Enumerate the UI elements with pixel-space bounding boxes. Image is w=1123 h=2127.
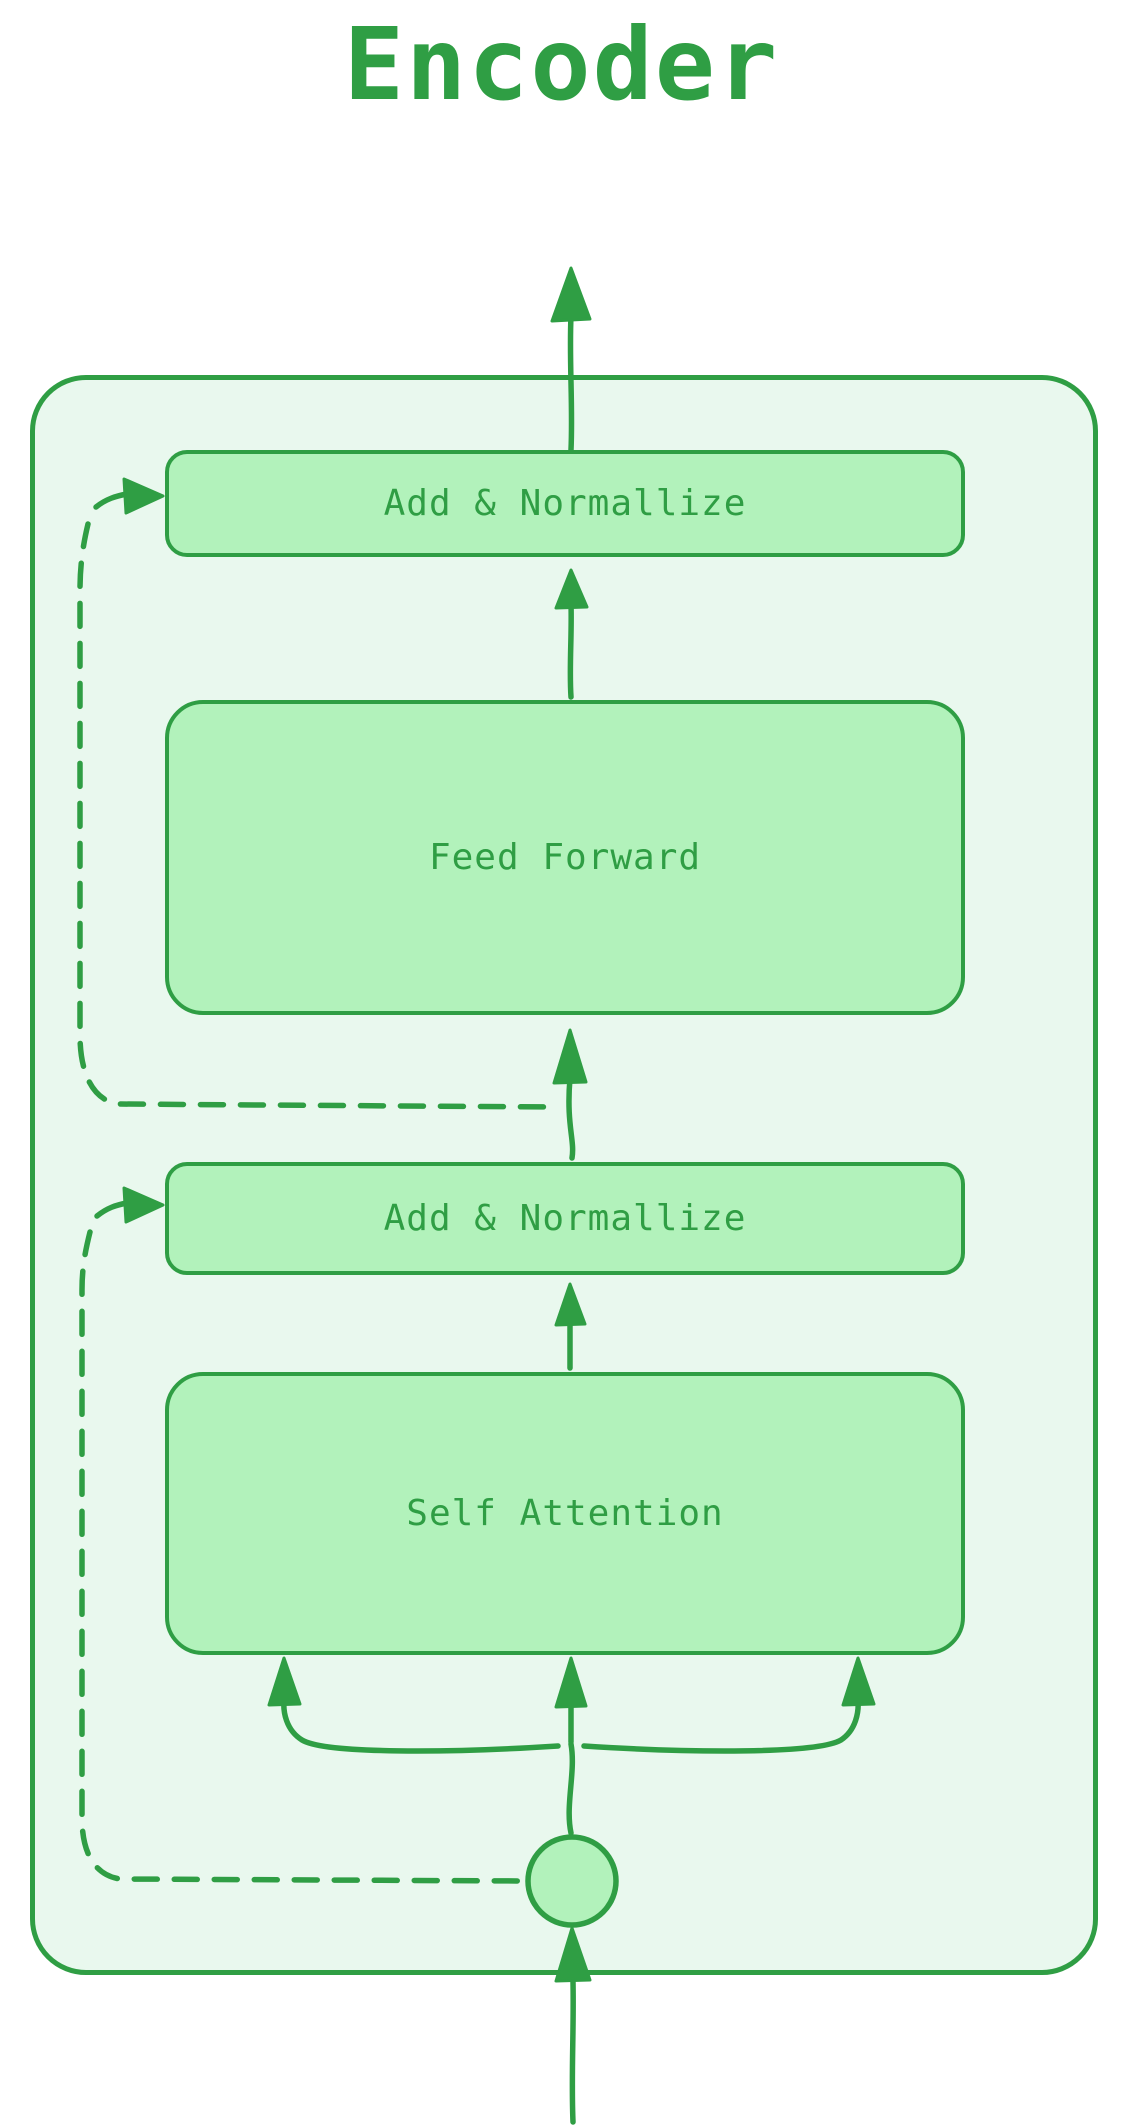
node-self-attention: Self Attention	[165, 1372, 965, 1655]
node-feed-forward: Feed Forward	[165, 700, 965, 1015]
node-add-normalize-bottom-label: Add & Normallize	[383, 1198, 747, 1239]
node-self-attention-label: Self Attention	[406, 1493, 724, 1534]
node-add-normalize-top: Add & Normallize	[165, 450, 965, 557]
node-add-normalize-bottom: Add & Normallize	[165, 1162, 965, 1275]
node-feed-forward-label: Feed Forward	[428, 837, 702, 878]
diagram-title: Encoder	[343, 6, 780, 123]
node-add-normalize-top-label: Add & Normallize	[383, 483, 747, 524]
